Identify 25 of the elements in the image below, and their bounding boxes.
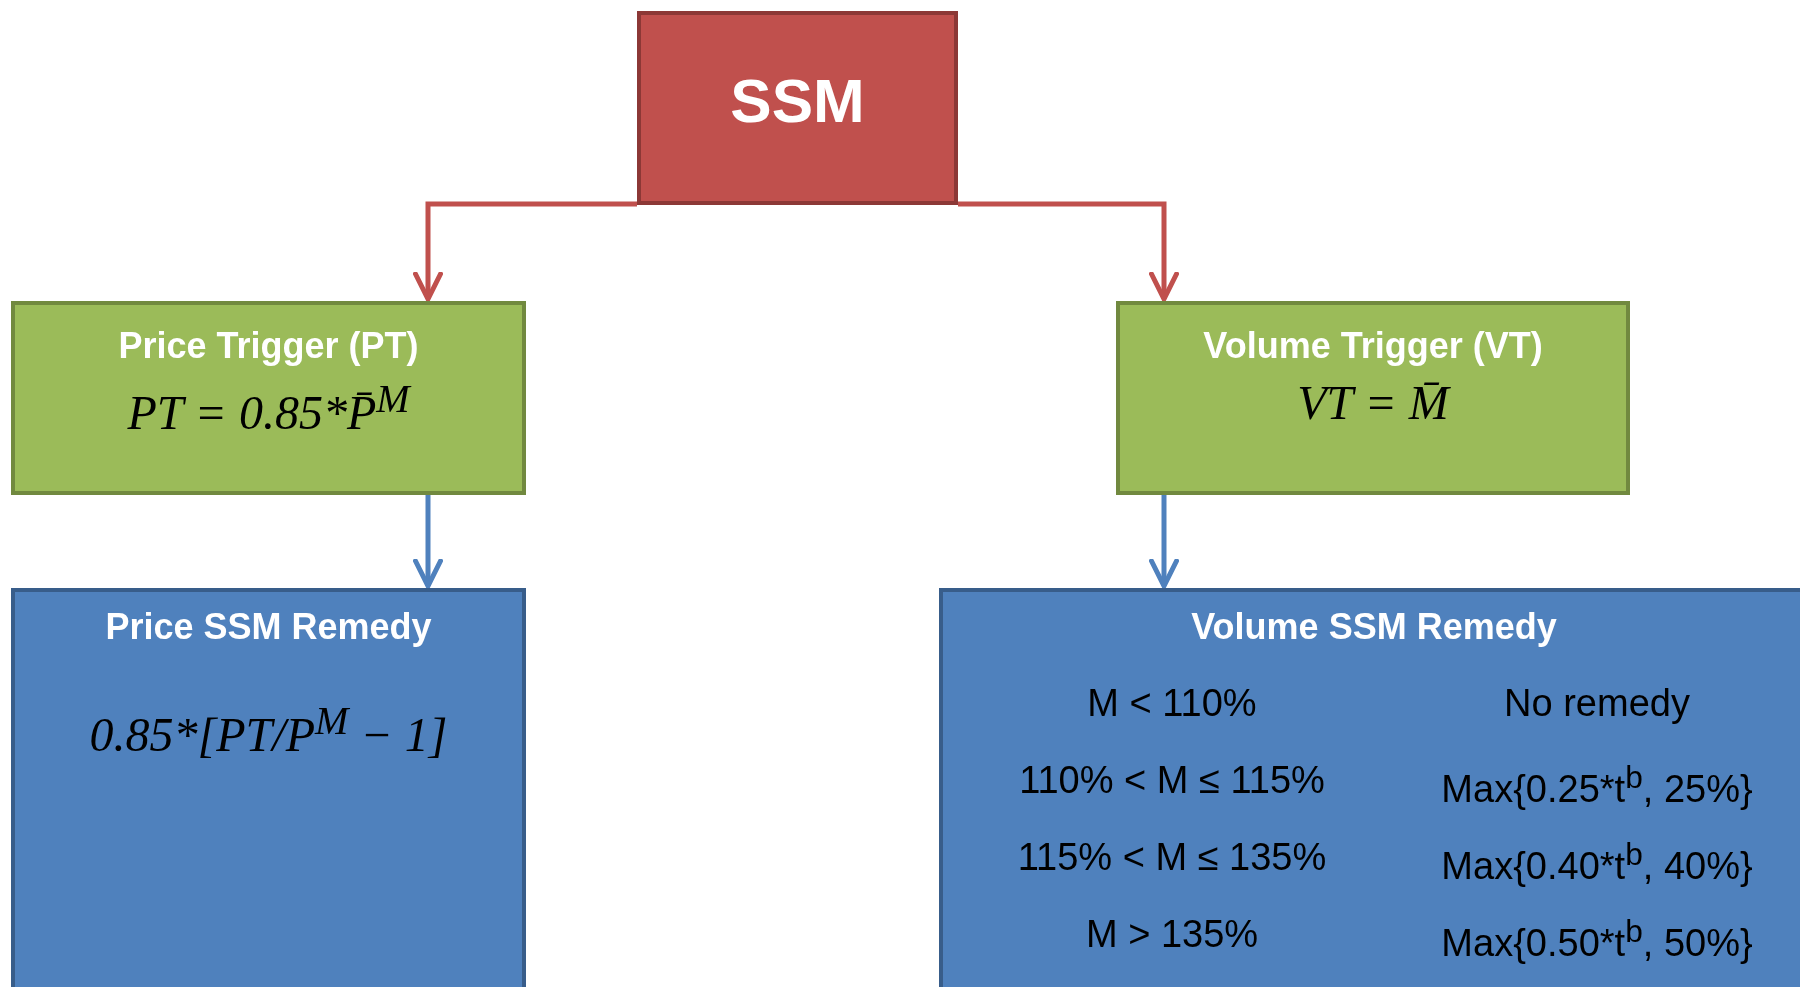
trigger-box <box>11 301 526 495</box>
formula: VT = M̄ <box>1296 375 1452 430</box>
table-cell-text: Max{0.50*t$^{b}$, 50%} <box>1440 913 1754 965</box>
formula: 0.85*[PT/P$^{M}$ − 1] <box>88 697 449 762</box>
arrow <box>1149 495 1179 589</box>
heading: Price Trigger (PT) <box>117 325 420 367</box>
trigger-box <box>1116 301 1630 495</box>
heading: Price SSM Remedy <box>104 606 433 648</box>
formula: PT = 0.85*P̄$^{M}$ <box>126 375 413 440</box>
arrow <box>958 201 1179 302</box>
remedy-box <box>939 588 1800 987</box>
table-cell-text: M < 110% <box>1086 682 1258 725</box>
title-box <box>637 11 958 205</box>
remedy-box <box>11 588 526 987</box>
arrow <box>413 495 443 589</box>
table-cell-text: Max{0.40*t$^{b}$, 40%} <box>1440 836 1754 888</box>
heading: SSM <box>729 65 866 136</box>
arrow <box>413 201 637 302</box>
heading: Volume SSM Remedy <box>1190 606 1558 648</box>
table-cell-text: Max{0.25*t$^{b}$, 25%} <box>1440 759 1754 811</box>
table-cell-text: 110% < M ≤ 115% <box>1018 759 1326 802</box>
table-cell-text: 115% < M ≤ 135% <box>1016 836 1328 879</box>
table-cell-text: No remedy <box>1503 682 1691 725</box>
table-cell-text: M > 135% <box>1084 913 1260 956</box>
heading: Volume Trigger (VT) <box>1202 325 1544 367</box>
